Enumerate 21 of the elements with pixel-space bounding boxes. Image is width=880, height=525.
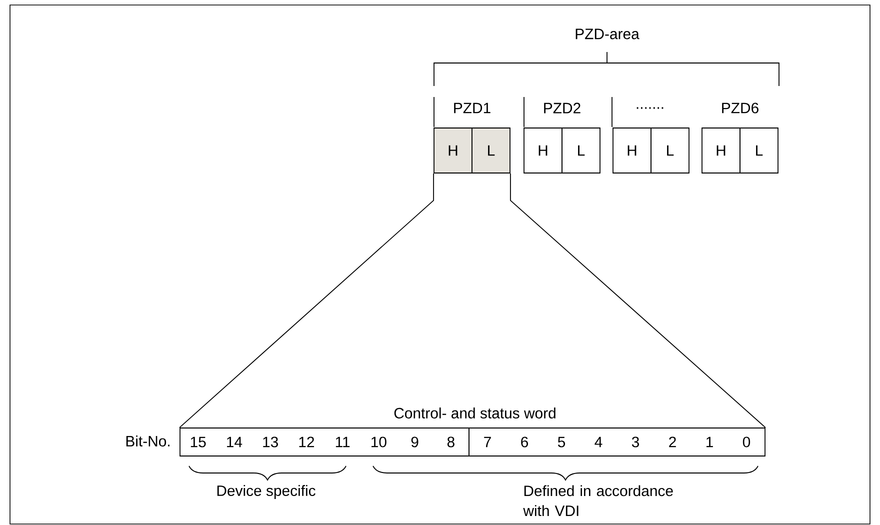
label: .......: [636, 107, 664, 109]
label: PZD2: [544, 102, 580, 114]
byte-cell: H: [702, 128, 740, 174]
byte-cell: H: [612, 128, 652, 174]
byte-cell: L: [472, 128, 510, 174]
bit-field: 15 14 13 12 11 10 9 8: [180, 428, 470, 456]
label: Bit-No.: [126, 436, 170, 446]
label: Device specific: [217, 485, 316, 499]
byte-cell: L: [562, 128, 600, 174]
label: PZD1: [454, 102, 490, 114]
label: PZD6: [722, 102, 758, 114]
label: Control- and status word: [394, 408, 556, 418]
bit-field: 7 6 5 4 3 2 1 0: [468, 428, 766, 456]
label: Defined in accordance with VDI: [523, 485, 673, 516]
zoom-line: [179, 173, 434, 428]
label: PZD-area: [576, 28, 640, 40]
byte-cell: L: [650, 128, 690, 174]
byte-cell: H: [524, 128, 562, 174]
zoom-line: [510, 173, 766, 428]
byte-cell: H: [434, 128, 472, 174]
byte-cell: L: [740, 128, 778, 174]
